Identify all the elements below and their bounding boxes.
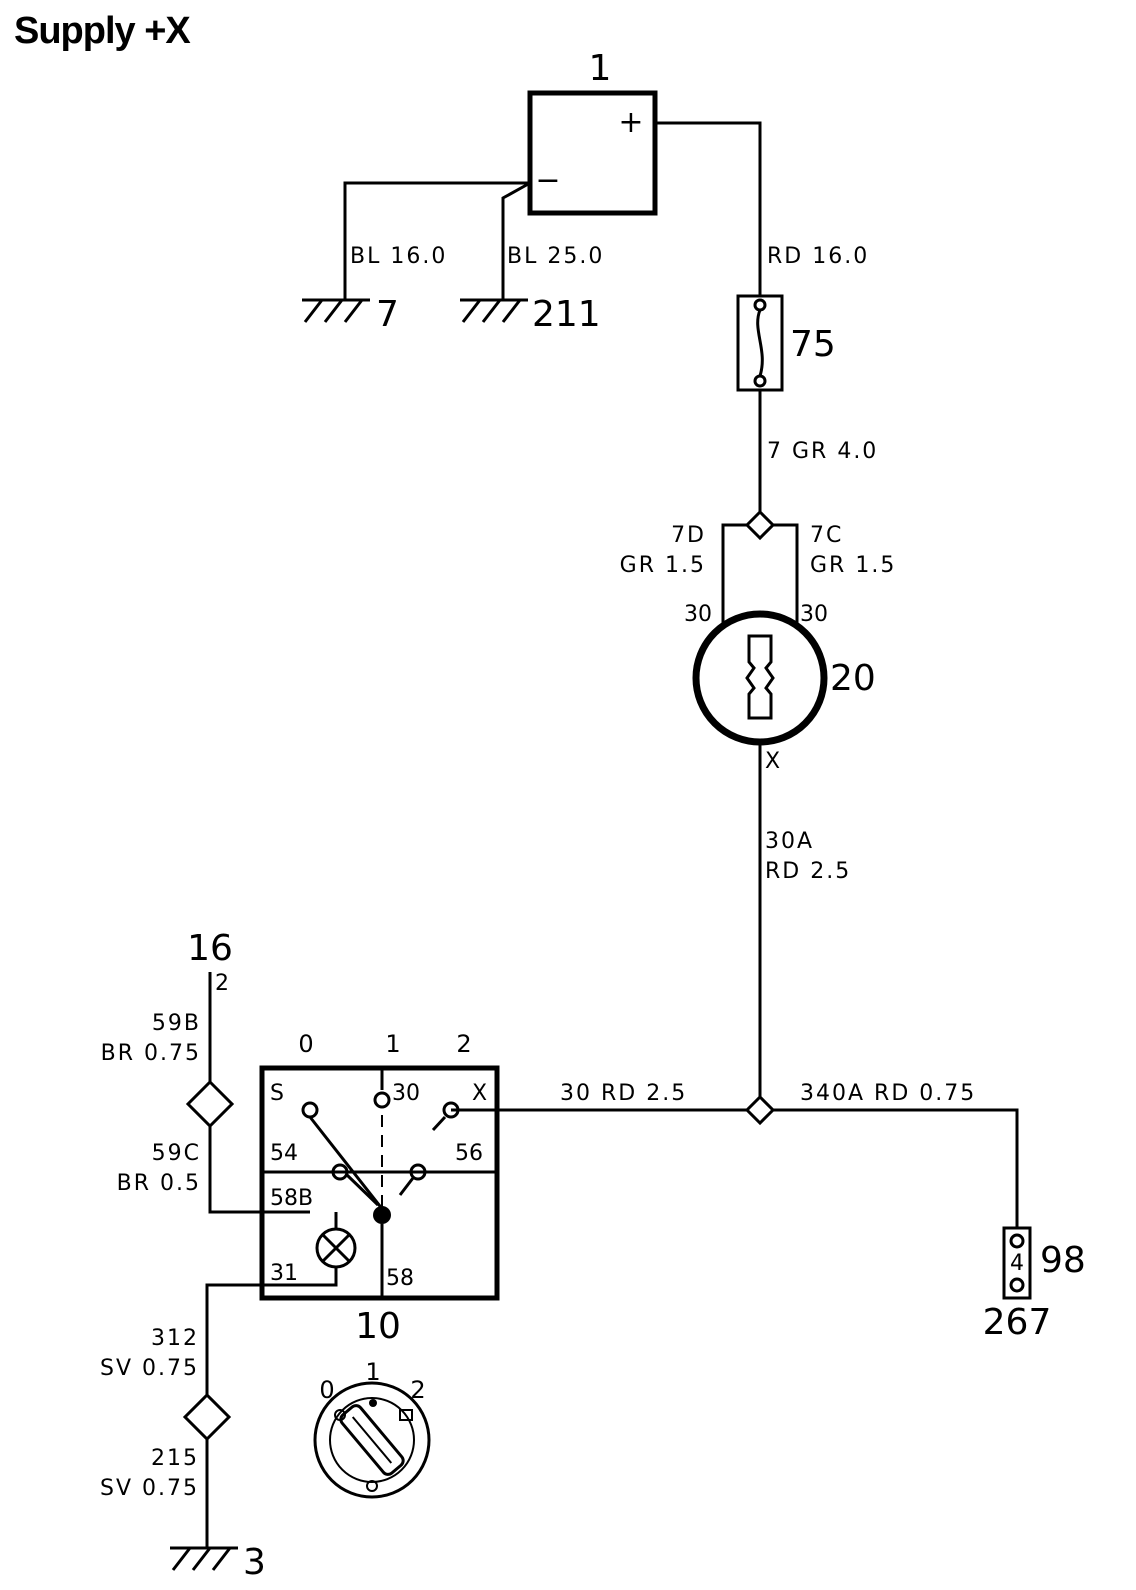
wire-bl-16 (343, 181, 530, 300)
ground-icon (302, 298, 370, 323)
wire-id-215: 215 (151, 1446, 199, 1471)
ignition-switch (692, 610, 828, 746)
position-off-icon (334, 1409, 346, 1421)
battery-minus-sign: − (535, 163, 560, 198)
headlight-icon (399, 1409, 413, 1421)
splice-icon (182, 1392, 232, 1442)
switch-pin-54: 54 (270, 1141, 298, 1166)
switch-pin-58b: 58B (270, 1186, 313, 1211)
wire-label-bl-25: BL 25.0 (507, 244, 604, 269)
wire-id-312: 312 (151, 1326, 199, 1351)
connector-16-pin: 2 (215, 971, 229, 996)
wire-7c (773, 523, 799, 628)
battery-plus-sign: + (618, 105, 643, 140)
wire-id-7c: 7C (810, 523, 843, 548)
wire-312 (205, 1283, 262, 1395)
connector-16-id: 16 (187, 928, 233, 969)
splice-icon (744, 509, 776, 541)
wire-label-215: SV 0.75 (100, 1476, 199, 1501)
battery: 1 + − (527, 48, 658, 216)
knob-position-1: 1 (365, 1358, 380, 1386)
ignition-switch-id: 20 (830, 658, 876, 699)
connector-98-sub: 267 (983, 1302, 1052, 1343)
wire-7d (721, 523, 747, 628)
splice-icon (744, 1094, 776, 1126)
wire-bl-25 (501, 181, 531, 300)
switch-pin-s: S (270, 1081, 284, 1106)
connector-98-id: 98 (1040, 1240, 1086, 1281)
connector-98-pin: 4 (1010, 1251, 1024, 1276)
light-switch-knob (313, 1381, 431, 1499)
wire-label-7c: GR 1.5 (810, 553, 896, 578)
knob-position-0: 0 (319, 1376, 334, 1404)
wire-label-30a: RD 2.5 (765, 859, 851, 884)
wire-label-gr-4: 7 GR 4.0 (767, 439, 878, 464)
battery-id: 1 (589, 48, 612, 89)
splice-icon (185, 1079, 235, 1129)
switch-pin-30: 30 (392, 1081, 420, 1106)
wire-id-59b: 59B (152, 1011, 201, 1036)
ignition-pin-out: X (765, 749, 780, 774)
switch-position-0: 0 (298, 1030, 313, 1058)
parking-light-icon (369, 1399, 377, 1407)
ground-label-211: 211 (532, 294, 601, 335)
wire-id-30a: 30A (765, 829, 814, 854)
wire-rd-16 (655, 121, 762, 296)
knob-position-2: 2 (410, 1376, 425, 1404)
fuse-id: 75 (790, 324, 836, 365)
fuse (736, 294, 784, 392)
wire-label-30: 30 RD 2.5 (560, 1081, 687, 1106)
wire-id-7d: 7D (671, 523, 706, 548)
wire-label-rd-16: RD 16.0 (767, 244, 869, 269)
panel-light-icon (366, 1480, 378, 1492)
wire-label-340a: 340A RD 0.75 (800, 1081, 976, 1106)
wire-label-59b: BR 0.75 (101, 1041, 201, 1066)
switch-pin-x: X (472, 1081, 487, 1106)
wire-label-bl-16: BL 16.0 (350, 244, 447, 269)
light-switch (259, 1065, 500, 1301)
connector-98 (1002, 1226, 1032, 1300)
diagram-title: Supply +X (14, 10, 191, 52)
ground-icon (170, 1546, 238, 1571)
switch-position-2: 2 (456, 1030, 471, 1058)
switch-pin-56: 56 (455, 1141, 483, 1166)
wire-label-312: SV 0.75 (100, 1356, 199, 1381)
switch-position-1: 1 (385, 1030, 400, 1058)
wire-label-59c: BR 0.5 (117, 1171, 201, 1196)
wire-id-59c: 59C (152, 1141, 201, 1166)
light-switch-id: 10 (355, 1306, 401, 1347)
wire-340a (773, 1108, 1019, 1228)
ground-label-3: 3 (243, 1542, 266, 1583)
ground-label-7: 7 (376, 294, 399, 335)
wire-label-7d: GR 1.5 (620, 553, 706, 578)
ignition-pin-left: 30 (684, 602, 712, 627)
switch-pin-31: 31 (270, 1261, 298, 1286)
ignition-pin-right: 30 (800, 602, 828, 627)
switch-pin-58: 58 (386, 1266, 414, 1291)
ground-icon (460, 298, 528, 323)
wire-59c (208, 1126, 262, 1214)
